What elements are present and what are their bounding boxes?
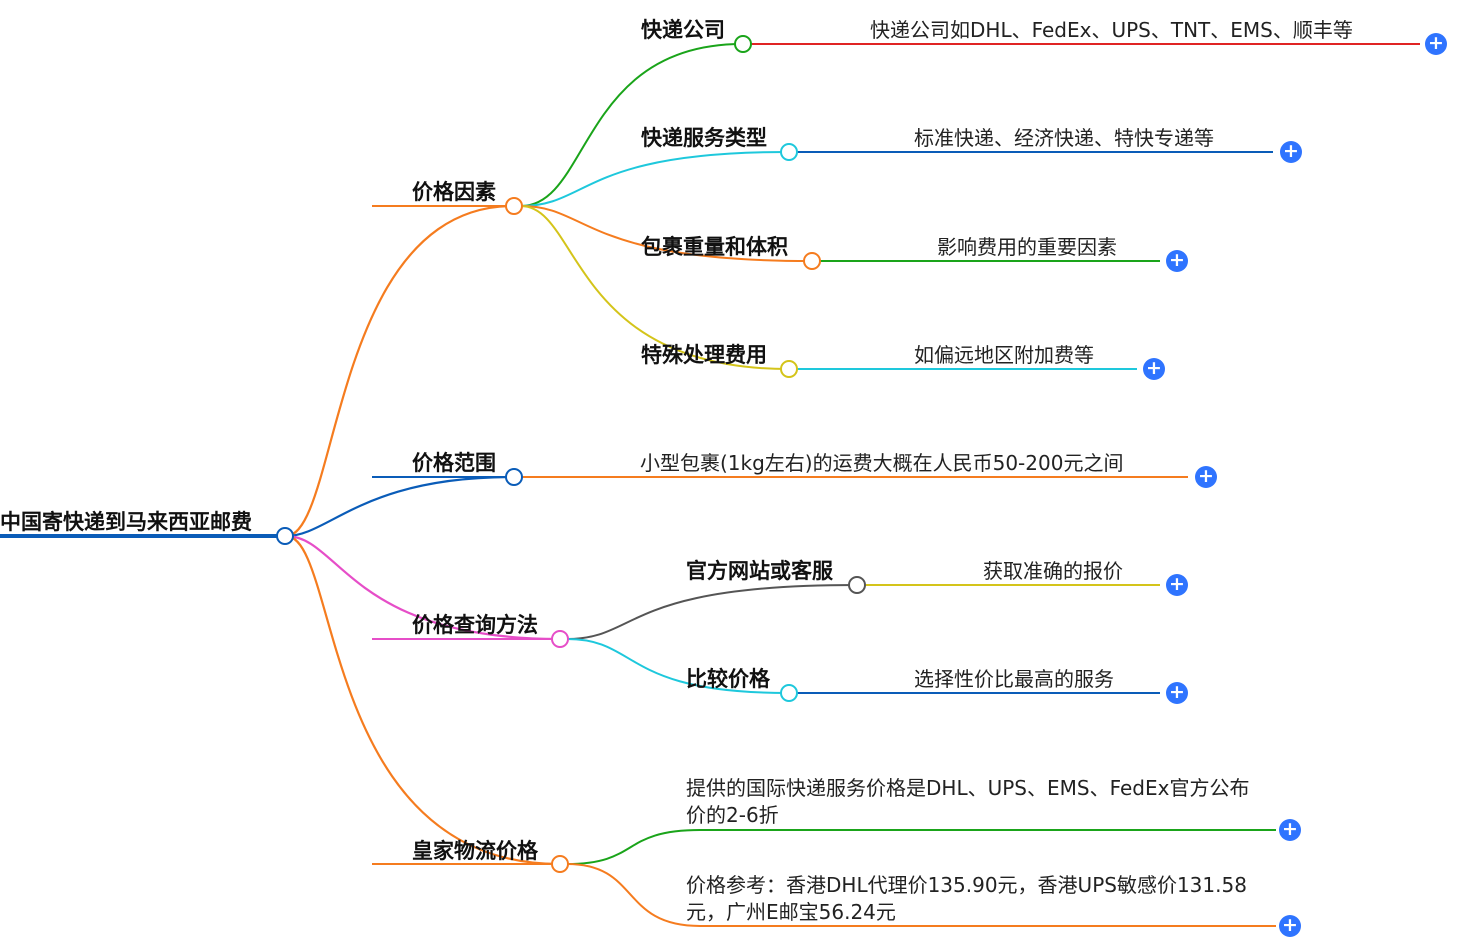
compare-prices-node-dot[interactable]: [780, 684, 798, 702]
expand-official-site-leaf-icon[interactable]: +: [1166, 574, 1188, 596]
connector-root-to-royal-logistics: [285, 534, 560, 866]
leaf-weight-volume: 影响费用的重要因素: [937, 235, 1117, 259]
leaf-compare-prices: 选择性价比最高的服务: [914, 667, 1114, 691]
node-service-types: 快递服务类型: [641, 126, 767, 150]
connector-to-weight-volume: [520, 205, 812, 262]
connector-to-special-fees: [520, 205, 789, 370]
leaf-courier-companies: 快递公司如DHL、FedEx、UPS、TNT、EMS、顺丰等: [870, 18, 1353, 42]
leaf-official-site: 获取准确的报价: [983, 559, 1123, 583]
node-compare-prices: 比较价格: [686, 667, 770, 691]
connector-to-courier-companies: [520, 43, 743, 207]
royal-logistics-node-dot[interactable]: [551, 855, 569, 873]
expand-royal-note-2-icon[interactable]: +: [1279, 915, 1301, 937]
connector-root-to-price-range: [285, 475, 514, 538]
royal-note-reference-prices: 价格参考：香港DHL代理价135.90元，香港UPS敏感价131.58元，广州E…: [686, 873, 1247, 924]
connector-to-compare-prices: [566, 638, 789, 694]
node-official-site: 官方网站或客服: [686, 559, 833, 583]
special-fees-node-dot[interactable]: [780, 360, 798, 378]
node-special-fees: 特殊处理费用: [641, 343, 767, 367]
connector-to-royal-note-2: [566, 863, 1276, 927]
node-weight-volume: 包裹重量和体积: [641, 235, 788, 259]
connector-to-royal-note-1: [566, 829, 1276, 865]
branch-price-factors: 价格因素: [412, 180, 496, 204]
expand-courier-leaf-icon[interactable]: +: [1425, 33, 1447, 55]
expand-compare-prices-leaf-icon[interactable]: +: [1166, 682, 1188, 704]
query-methods-node-dot[interactable]: [551, 630, 569, 648]
official-site-node-dot[interactable]: [848, 576, 866, 594]
leaf-price-range: 小型包裹(1kg左右)的运费大概在人民币50-200元之间: [640, 451, 1124, 475]
price-range-node-dot[interactable]: [505, 468, 523, 486]
weight-volume-node-dot[interactable]: [803, 252, 821, 270]
branch-price-range: 价格范围: [412, 451, 496, 475]
leaf-special-fees: 如偏远地区附加费等: [914, 343, 1094, 367]
service-types-node-dot[interactable]: [780, 143, 798, 161]
node-courier-companies: 快递公司: [641, 18, 725, 42]
root-node-dot[interactable]: [276, 527, 294, 545]
expand-price-range-leaf-icon[interactable]: +: [1195, 466, 1217, 488]
courier-companies-node-dot[interactable]: [734, 35, 752, 53]
expand-service-types-leaf-icon[interactable]: +: [1280, 141, 1302, 163]
branch-query-methods: 价格查询方法: [412, 613, 538, 637]
connector-to-official-site: [566, 584, 857, 640]
connector-to-service-types: [520, 151, 789, 207]
expand-weight-volume-leaf-icon[interactable]: +: [1166, 250, 1188, 272]
expand-royal-note-1-icon[interactable]: +: [1279, 819, 1301, 841]
leaf-service-types: 标准快递、经济快递、特快专递等: [914, 126, 1214, 150]
price-factors-node-dot[interactable]: [505, 197, 523, 215]
connector-root-to-query-methods: [285, 534, 560, 641]
expand-special-fees-leaf-icon[interactable]: +: [1143, 358, 1165, 380]
royal-note-discount: 提供的国际快递服务价格是DHL、UPS、EMS、FedEx官方公布价的2-6折: [686, 776, 1250, 827]
root-title: 中国寄快递到马来西亚邮费: [0, 510, 252, 534]
connector-root-to-price-factors: [285, 204, 514, 538]
branch-royal-logistics: 皇家物流价格: [412, 839, 538, 863]
